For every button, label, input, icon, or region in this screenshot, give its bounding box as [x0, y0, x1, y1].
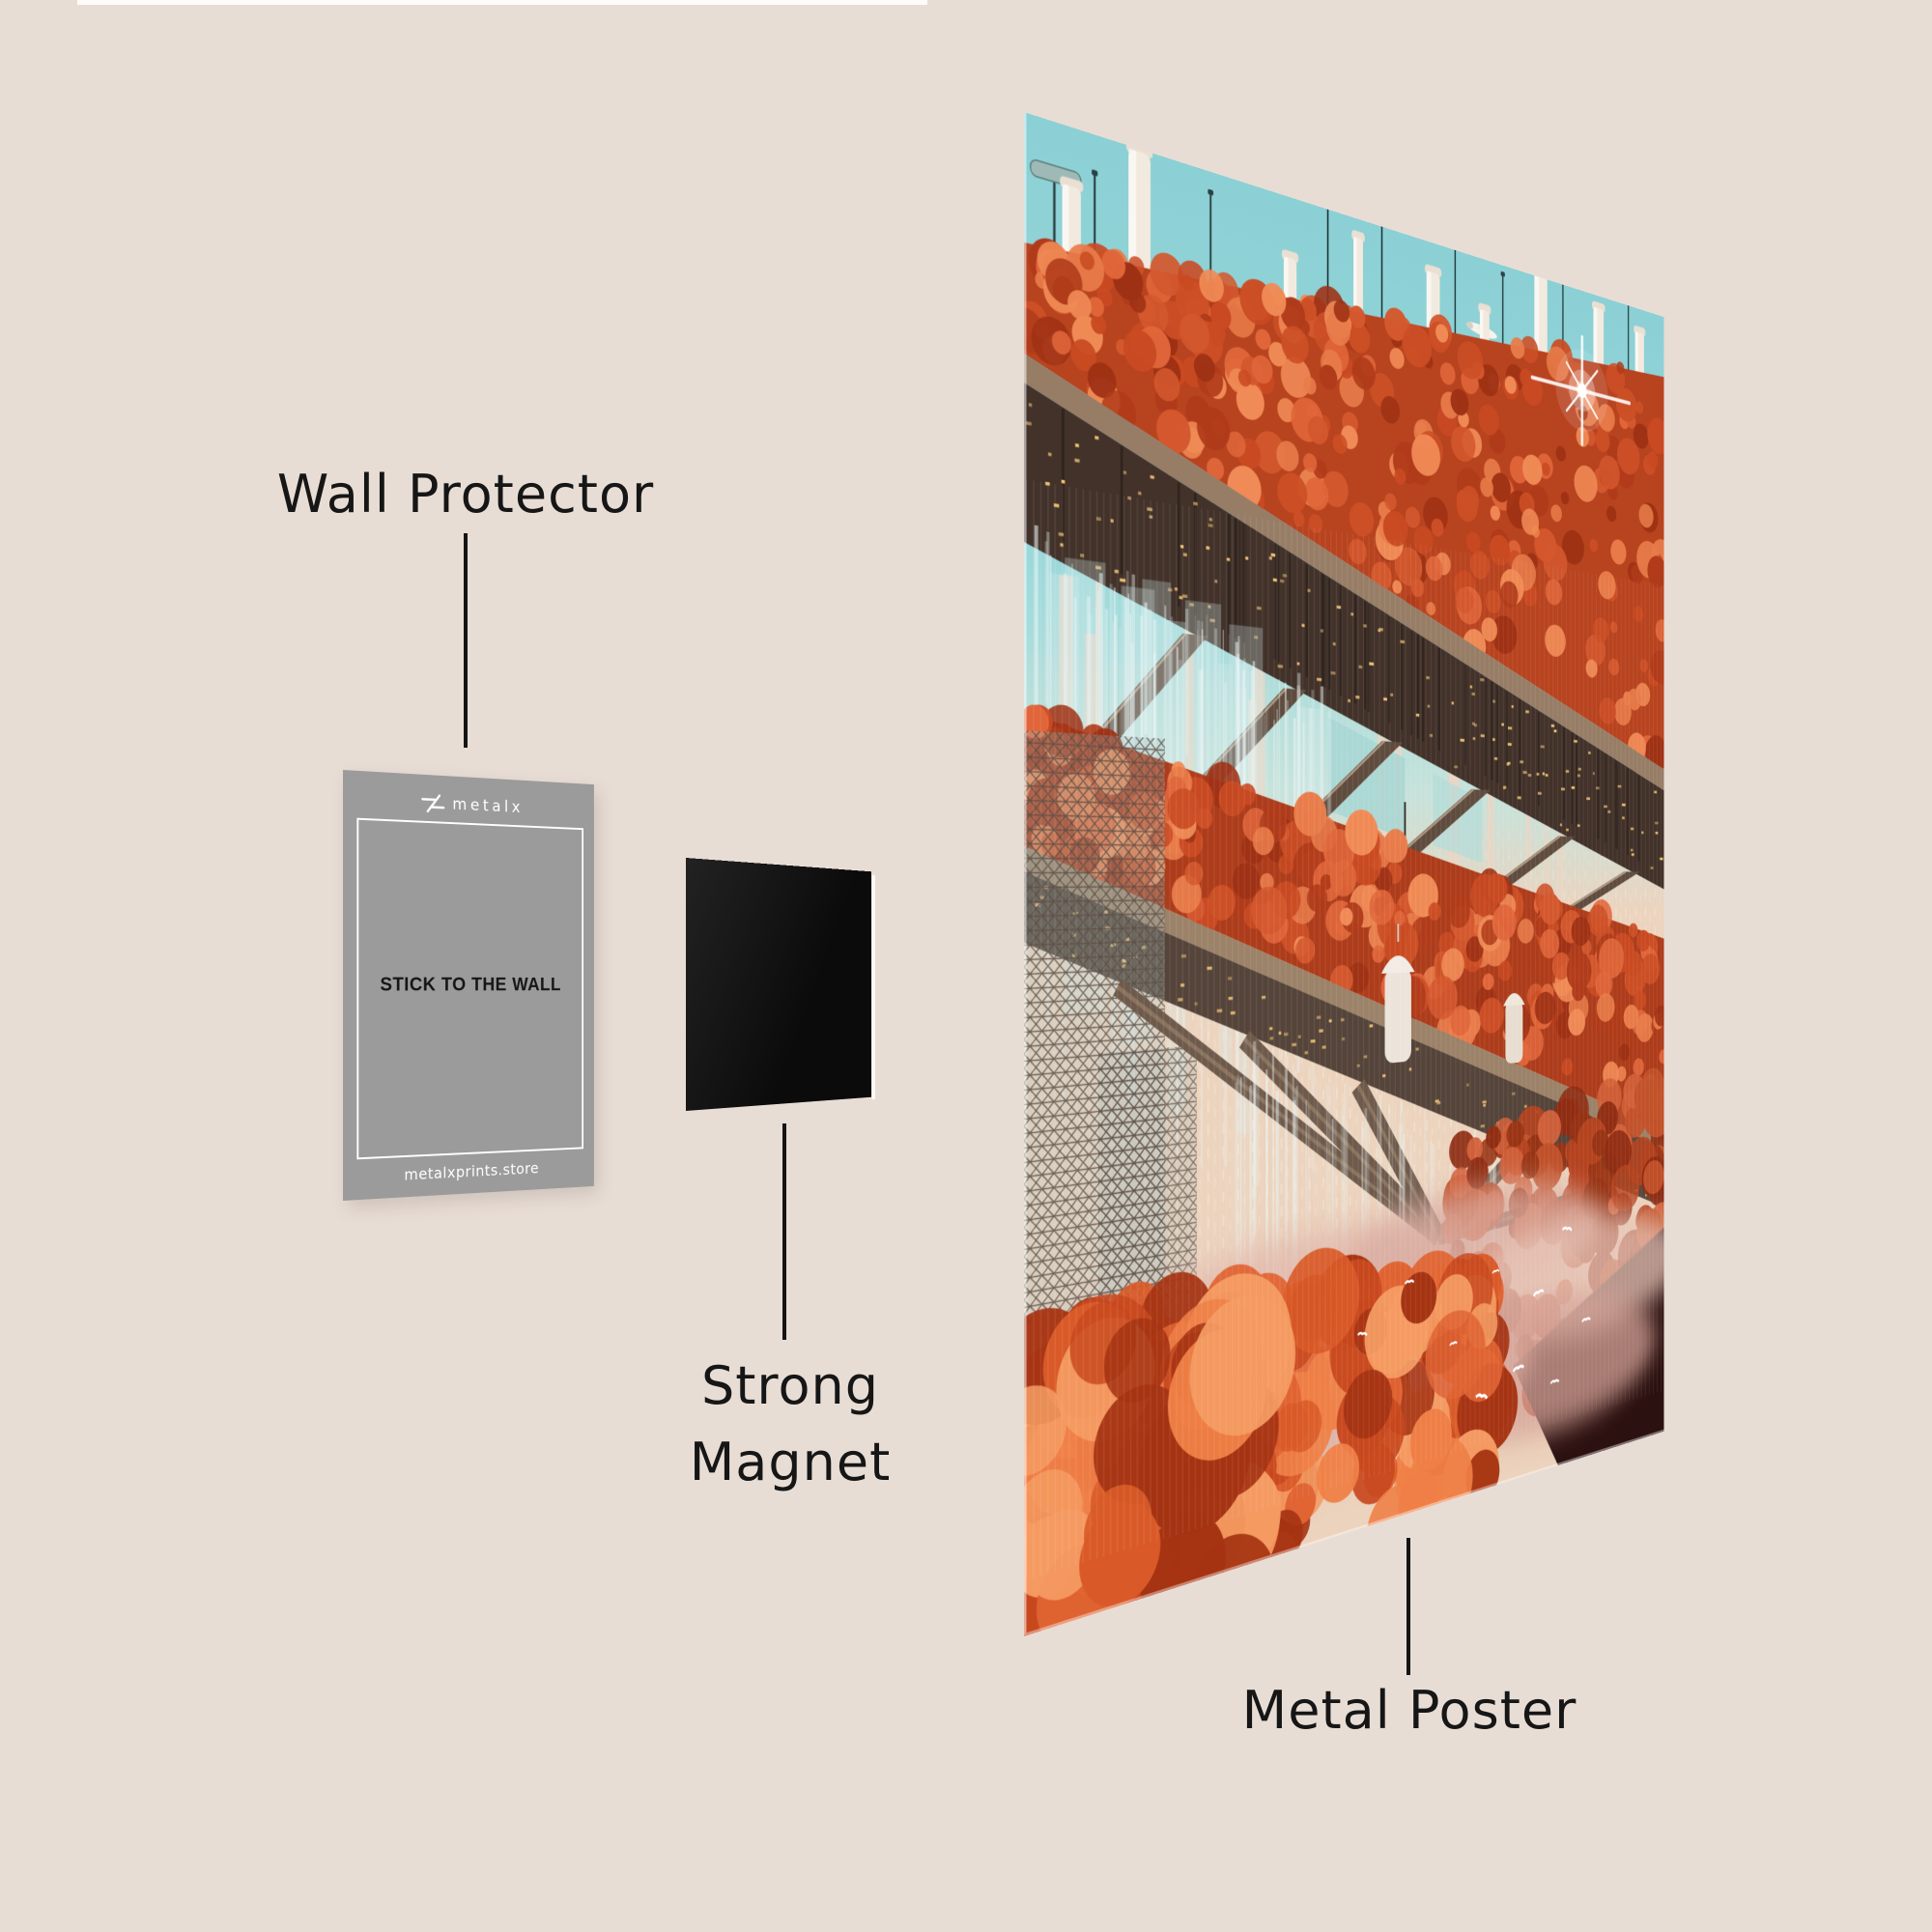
wall-protector-connector-line [464, 533, 468, 748]
strong-magnet-label: Strong Magnet [690, 1348, 892, 1500]
magnet-edge-highlight [871, 874, 875, 1100]
wall-protector-card: metalx STICK TO THE WALL metalxprints.st… [343, 770, 594, 1201]
metal-poster-connector-line [1406, 1538, 1410, 1675]
metalx-logo-icon [421, 793, 445, 813]
metal-poster-label: Metal Poster [1241, 1680, 1577, 1741]
magnet-panel [686, 858, 875, 1111]
top-edge-artifact [77, 0, 927, 5]
poster-artwork [1024, 112, 1664, 1636]
metalx-logo-text: metalx [452, 795, 524, 817]
metalx-logo: metalx [343, 789, 594, 820]
strong-magnet-connector-line [782, 1123, 786, 1340]
card-website: metalxprints.store [404, 1158, 539, 1184]
strong-magnet-label-line2: Magnet [689, 1432, 892, 1492]
card-message: STICK TO THE WALL [380, 974, 561, 996]
metal-poster-image [1024, 112, 1664, 1636]
wall-protector-label: Wall Protector [276, 464, 655, 525]
strong-magnet-label-line1: Strong [700, 1355, 879, 1416]
